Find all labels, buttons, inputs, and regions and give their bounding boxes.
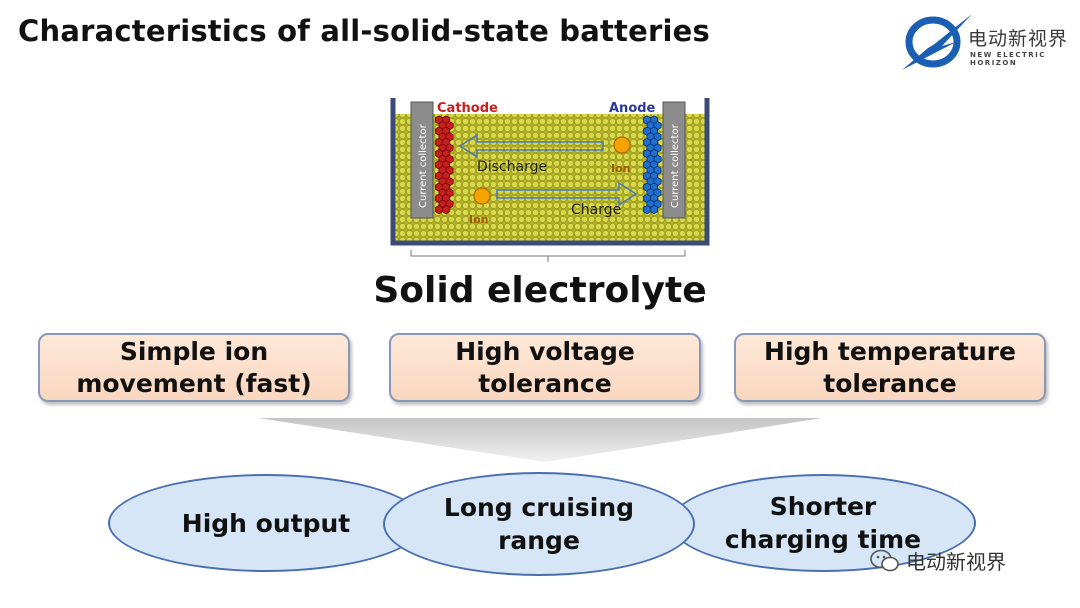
anode-label: Anode — [609, 101, 656, 116]
discharge-label: Discharge — [477, 159, 547, 175]
battery-frame — [390, 98, 710, 246]
watermark: 电动新视界 — [870, 546, 1006, 575]
anode-cell — [649, 204, 659, 215]
electrolyte-bracket — [410, 250, 686, 262]
benefit-line2: range — [498, 526, 580, 555]
benefit-line1: Long cruising — [443, 493, 635, 522]
benefit-shorter-charging: Shorter charging time — [670, 474, 976, 572]
ion-label-left: Ion — [469, 213, 488, 226]
battery-diagram: Current collector Current collector Cath… — [390, 98, 710, 262]
property-line1: High voltage — [455, 336, 635, 366]
collector-label-right: Current collector — [670, 123, 681, 208]
cathode-material — [435, 115, 454, 215]
cathode-label: Cathode — [437, 101, 498, 116]
ion-left — [473, 187, 491, 205]
solid-electrolyte-label: Solid electrolyte — [373, 270, 707, 311]
benefit-line2: charging time — [724, 525, 922, 554]
current-collector-left — [410, 101, 434, 219]
property-line2: tolerance — [478, 368, 612, 398]
property-line2: tolerance — [823, 368, 957, 398]
discharge-arrow — [458, 133, 604, 159]
watermark-text: 电动新视界 — [906, 550, 1006, 574]
charge-label: Charge — [571, 202, 621, 218]
chat-bubble-icon — [870, 549, 899, 571]
property-line1: Simple ion — [119, 336, 269, 366]
current-collector-right — [662, 101, 686, 219]
property-line2: movement (fast) — [76, 368, 312, 398]
benefit-high-output: High output — [108, 474, 424, 572]
charge-arrow — [496, 181, 638, 207]
cathode-cell — [435, 204, 443, 215]
property-line1: High temperature — [764, 336, 1016, 366]
anode-cell — [642, 204, 652, 215]
benefit-text: High output — [181, 508, 351, 538]
ion-label-right: Ion — [611, 162, 630, 175]
logo-text-en: NEW ELECTRIC HORIZON — [970, 51, 1046, 67]
cathode-cell — [442, 204, 450, 215]
ion-right — [613, 136, 631, 154]
logo-text-cn: 电动新视界 — [968, 28, 1069, 50]
collector-label-left: Current collector — [418, 123, 429, 208]
brand-logo — [902, 14, 972, 70]
funnel-shape — [258, 418, 822, 462]
benefit-line1: Shorter — [769, 492, 877, 521]
anode-material — [642, 115, 662, 215]
page-title: Characteristics of all-solid-state batte… — [18, 14, 710, 48]
benefit-long-cruising: Long cruising range — [383, 472, 695, 576]
